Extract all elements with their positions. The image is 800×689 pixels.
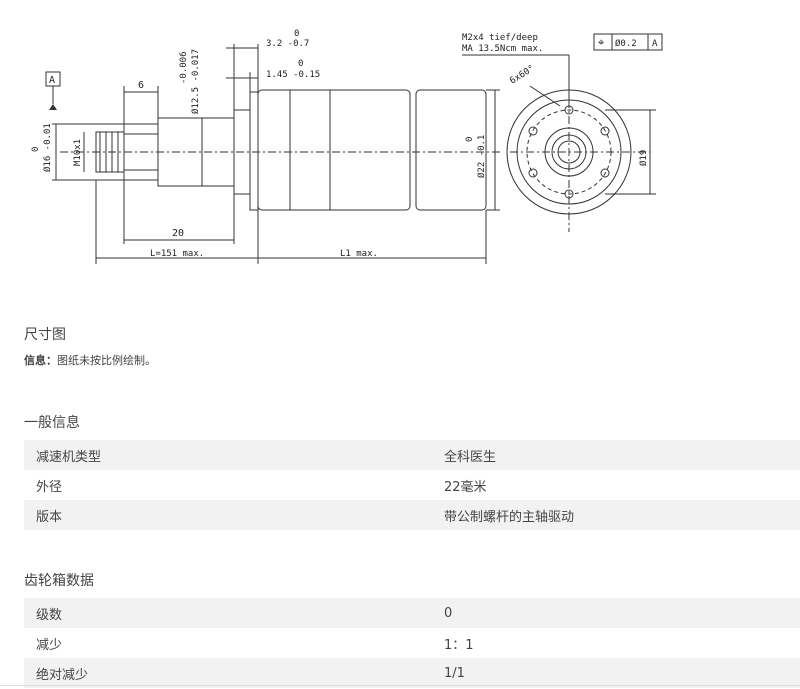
dim-l1: L1 max. <box>340 249 378 259</box>
row-key: 减速机类型 <box>24 440 432 470</box>
table-row: 级数 0 <box>24 598 800 628</box>
gearbox-data-table: 级数 0 减少 1：1 绝对减少 1/1 <box>24 598 800 688</box>
dim-3-2-upper: 0 <box>294 29 299 39</box>
tolerance-value: Ø0.2 <box>615 38 637 49</box>
dia-22: Ø22 -0.1 <box>476 135 487 178</box>
gearbox-body <box>257 89 411 211</box>
dim-total-length: L=151 max. <box>150 249 204 259</box>
dia-19: Ø19 <box>638 150 649 166</box>
hole-note-1: M2x4 tief/deep <box>462 33 538 43</box>
hole-note-2: MA 13.5Ncm max. <box>462 44 543 54</box>
tolerance-datum: A <box>652 39 658 49</box>
dim-1-45-upper: 0 <box>298 59 303 69</box>
dim-20: 20 <box>172 228 184 239</box>
row-value: 带公制螺杆的主轴驱动 <box>432 500 800 530</box>
info-note: 信息：图纸未按比例绘制。 <box>24 352 156 368</box>
row-value: 0 <box>432 598 800 628</box>
dia-22-upper: 0 <box>465 137 475 142</box>
row-value: 全科医生 <box>432 440 800 470</box>
table-row: 减速机类型 全科医生 <box>24 440 800 470</box>
row-value: 22毫米 <box>444 479 487 495</box>
table-row: 减少 1：1 <box>24 628 800 658</box>
dia-16: Ø16 -0.01 <box>42 123 53 172</box>
tolerance-frame <box>593 33 663 51</box>
dim-3-2: 3.2 -0.7 <box>266 39 309 49</box>
table-row: 绝对减少 1/1 <box>24 658 800 688</box>
info-text: 图纸未按比例绘制。 <box>57 354 156 367</box>
motor-body <box>415 89 487 211</box>
dia-16-upper: 0 <box>31 147 41 152</box>
tolerance-symbol: ⌖ <box>598 36 604 49</box>
flange <box>249 91 259 211</box>
divider <box>0 685 800 686</box>
table-row: 版本 带公制螺杆的主轴驱动 <box>24 500 800 530</box>
general-section-title: 一般信息 <box>24 415 80 431</box>
row-key: 级数 <box>24 598 432 628</box>
datum-label: A <box>49 75 55 86</box>
info-label: 信息： <box>24 354 57 367</box>
general-info-table: 减速机类型 全科医生 外径 22毫米 版本 带公制螺杆的主轴驱动 <box>24 440 800 530</box>
dim-6: 6 <box>138 80 144 91</box>
dimension-section-title: 尺寸图 <box>24 327 66 343</box>
row-key: 外径 <box>36 479 63 495</box>
dia-12-5: Ø12.5 -0.017 <box>190 49 201 114</box>
row-key: 绝对减少 <box>24 658 432 688</box>
row-value: 1/1 <box>432 658 800 688</box>
row-key: 减少 <box>36 637 63 653</box>
thread-size: M10x1 <box>73 139 83 166</box>
row-key: 版本 <box>24 500 432 530</box>
dimension-drawing: A 6 20 L=151 max. L1 max. 0 3.2 -0.7 0 1… <box>31 29 663 264</box>
dia-12-5-upper: -0.006 <box>179 51 189 84</box>
table-row: 外径 22毫米 <box>24 470 800 500</box>
dim-1-45: 1.45 -0.15 <box>266 70 320 80</box>
hole-count: 6x60° <box>508 64 536 87</box>
row-value: 1：1 <box>444 637 474 653</box>
gearbox-section-title: 齿轮箱数据 <box>24 573 94 589</box>
